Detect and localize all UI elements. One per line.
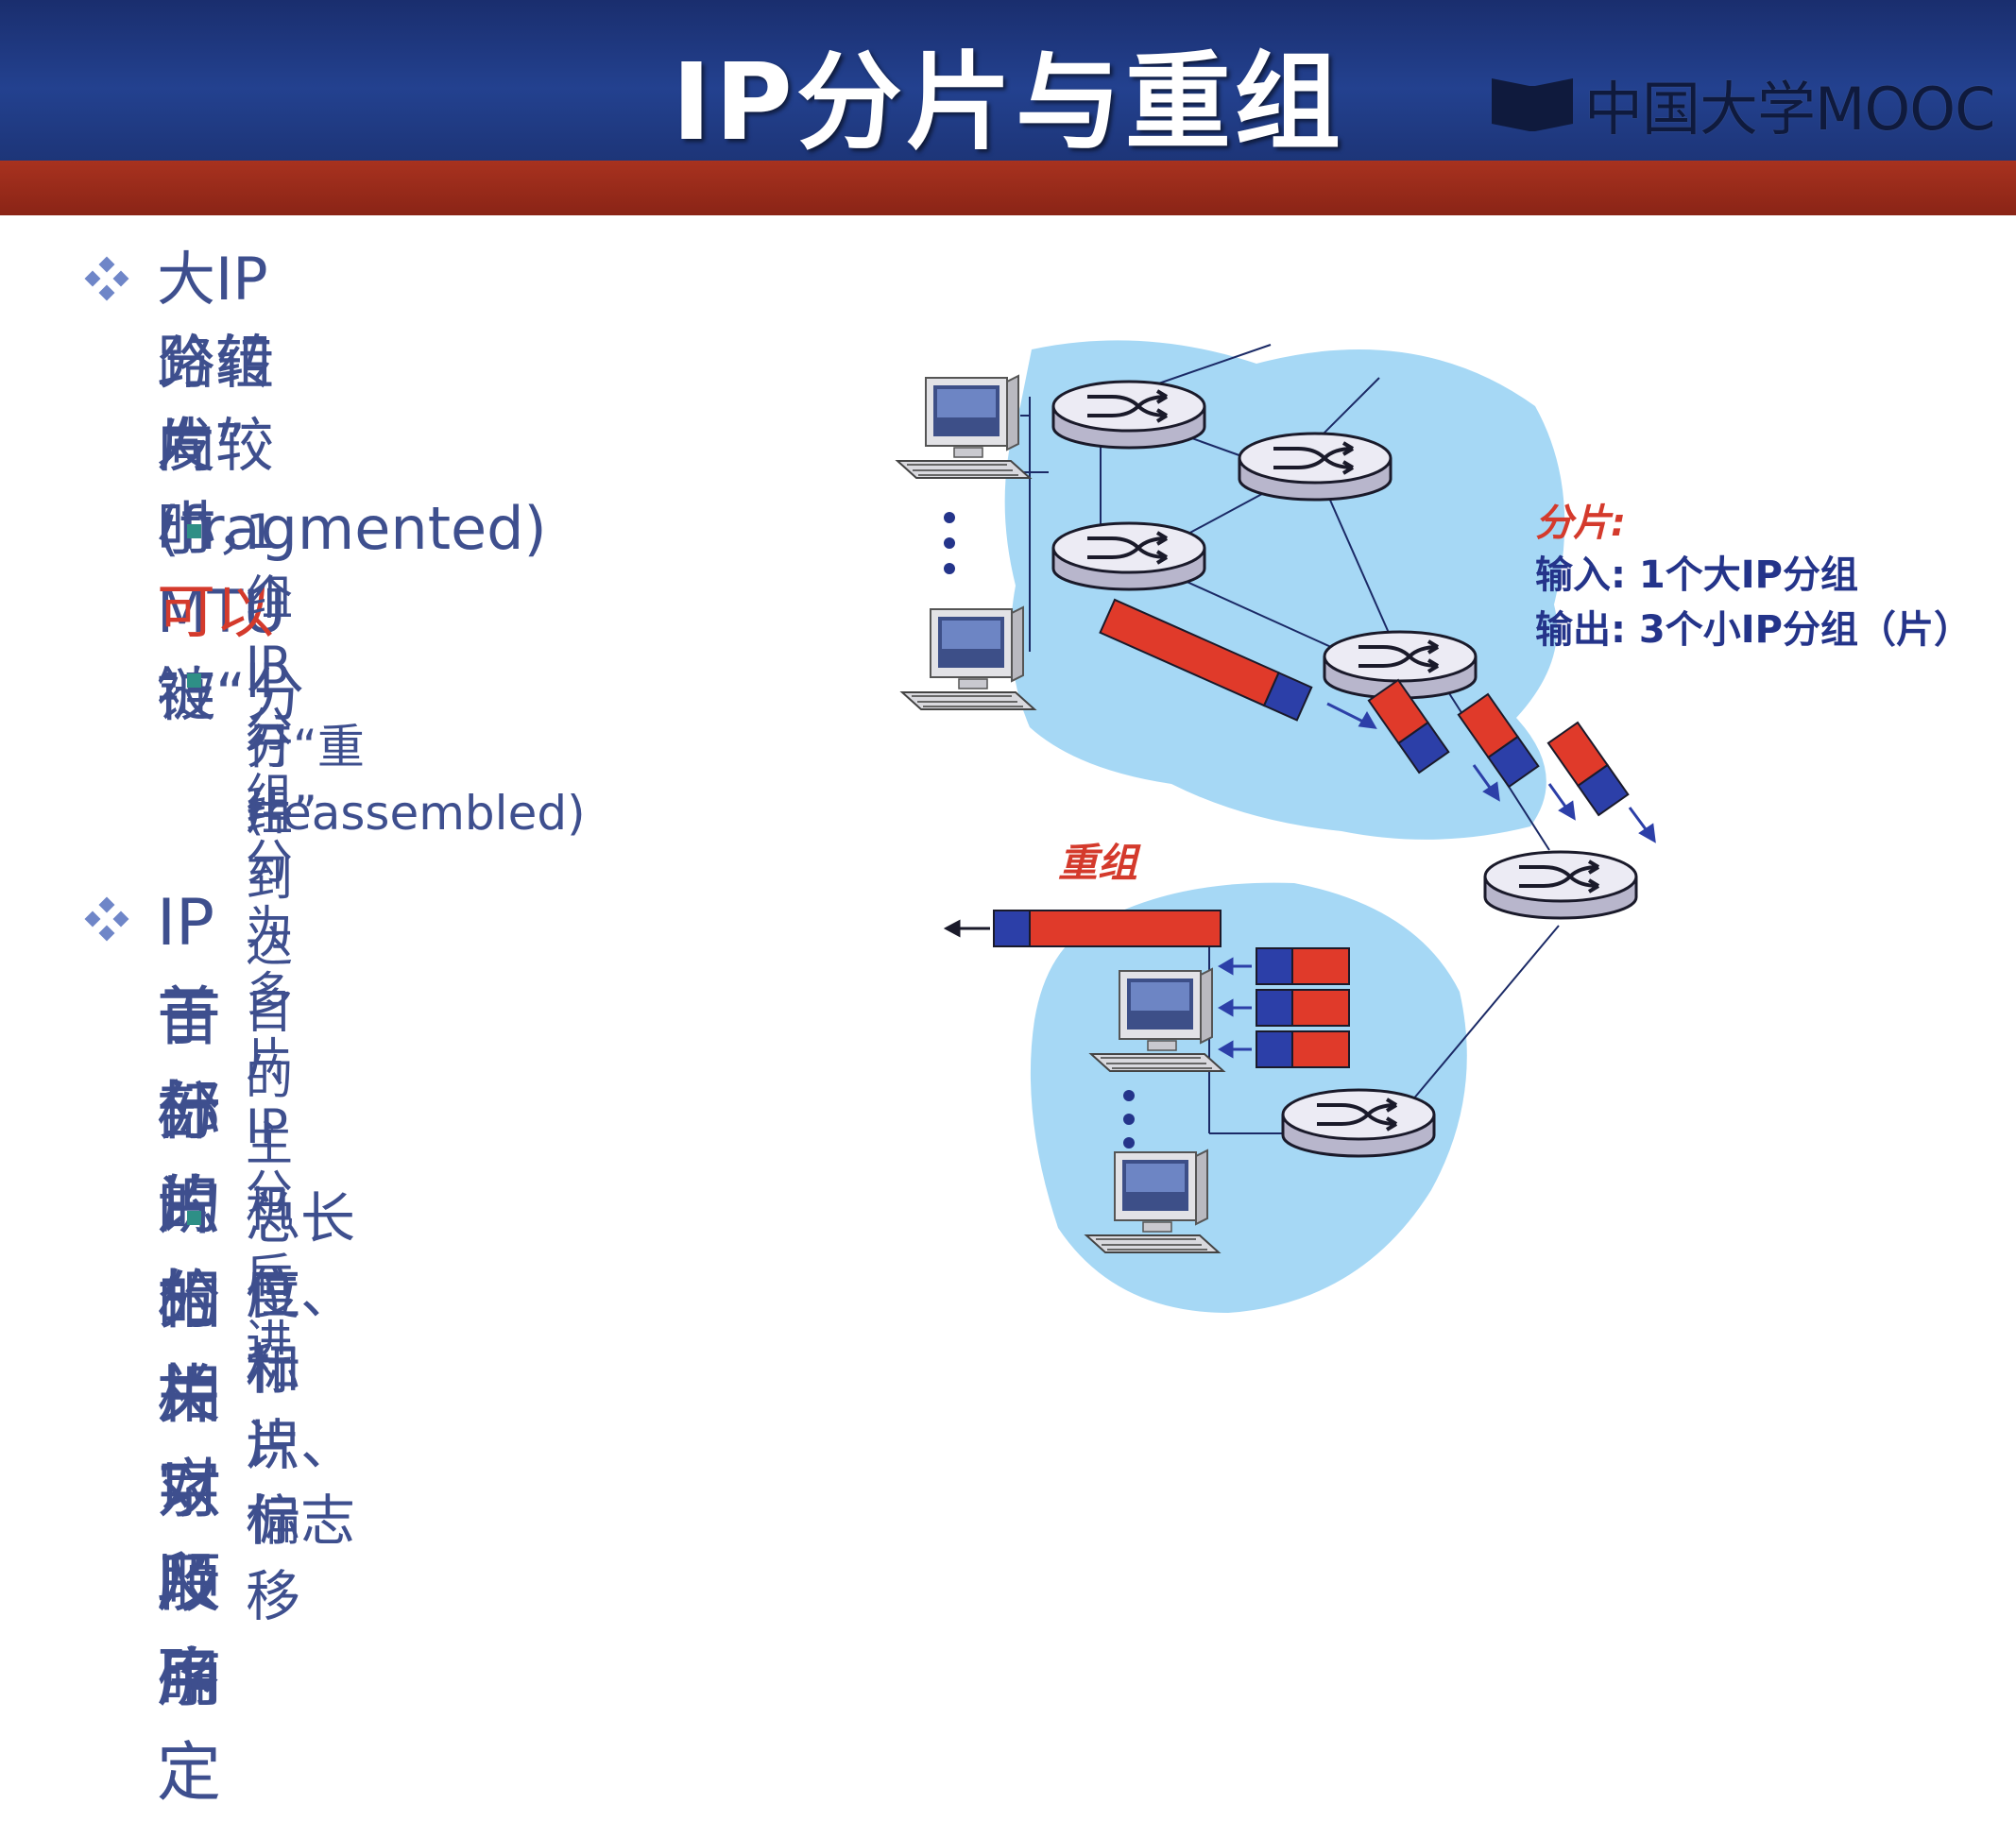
sub-bullet-1-line-1: 1个IP分组分为多片IP分 xyxy=(246,504,293,1220)
sub-bullet-2-line-3: (reassembled) xyxy=(246,786,586,841)
arrow-icon xyxy=(943,919,990,938)
bullet-1-line-2: 路转发时， 可以被“分 xyxy=(157,321,304,737)
text-segment: 被“分 xyxy=(157,660,305,729)
router-icon xyxy=(1281,1088,1436,1158)
brand-name: 中国大学MOOC xyxy=(1584,75,1995,144)
diamond-bullet-icon xyxy=(84,256,129,301)
highlight-text: 可以 xyxy=(157,577,275,646)
arrow-icon xyxy=(1326,702,1377,729)
text-segment: 路转发时， xyxy=(157,328,275,563)
reassembled-packet xyxy=(993,910,1222,947)
host-computer-icon xyxy=(901,606,1035,710)
large-packet xyxy=(1099,598,1313,722)
bullet-1-line-3: 片” (fragmented) xyxy=(157,411,547,563)
ellipsis-dots xyxy=(1123,1090,1135,1149)
arrow-icon xyxy=(1218,957,1252,1059)
router-icon xyxy=(1051,521,1206,591)
header-stripe xyxy=(0,161,2016,215)
ellipsis-dots xyxy=(944,512,955,574)
reassembly-label: 重组 xyxy=(1058,840,1141,886)
sub-bullet-2-line-2: 行“重组” xyxy=(246,720,365,841)
fragmentation-diagram: 分片: 输入: 1个大IP分组 输出: 3个小IP分组（片） 重组 xyxy=(897,340,1972,1313)
host-computer-icon xyxy=(897,375,1031,479)
fragmentation-label: 分片: xyxy=(1535,502,1626,545)
square-bullet-icon xyxy=(187,1211,201,1225)
fragmentation-output: 输出: 3个小IP分组（片） xyxy=(1535,608,1972,652)
upper-network-cloud xyxy=(1004,340,1565,840)
book-icon xyxy=(1492,78,1573,131)
router-icon xyxy=(1051,380,1206,450)
arrow-icon xyxy=(1472,764,1656,843)
square-bullet-icon xyxy=(187,673,201,688)
slide-title: IP分片与重组 xyxy=(672,42,1344,164)
sub-bullet-1-line-2: 组 xyxy=(246,570,293,625)
bullet-1-line-1: 大IP分组向较小MTU链 xyxy=(157,245,286,729)
fragment-packet xyxy=(1457,692,1540,789)
sub-bullet-2-line-1: IP分片到达目的主机后进 xyxy=(246,654,293,1370)
router-icon xyxy=(1238,432,1392,502)
square-bullet-icon xyxy=(187,524,201,538)
diamond-bullet-icon xyxy=(84,896,129,942)
brand: 中国大学MOOC xyxy=(1488,66,1995,144)
router-icon xyxy=(1483,850,1638,920)
fragmentation-input: 输入: 1个大IP分组 xyxy=(1535,553,1858,597)
fragment-packet xyxy=(1367,678,1450,774)
fragment-packet xyxy=(1546,721,1630,817)
received-fragments xyxy=(1256,947,1350,1068)
slide-header xyxy=(0,0,2016,161)
